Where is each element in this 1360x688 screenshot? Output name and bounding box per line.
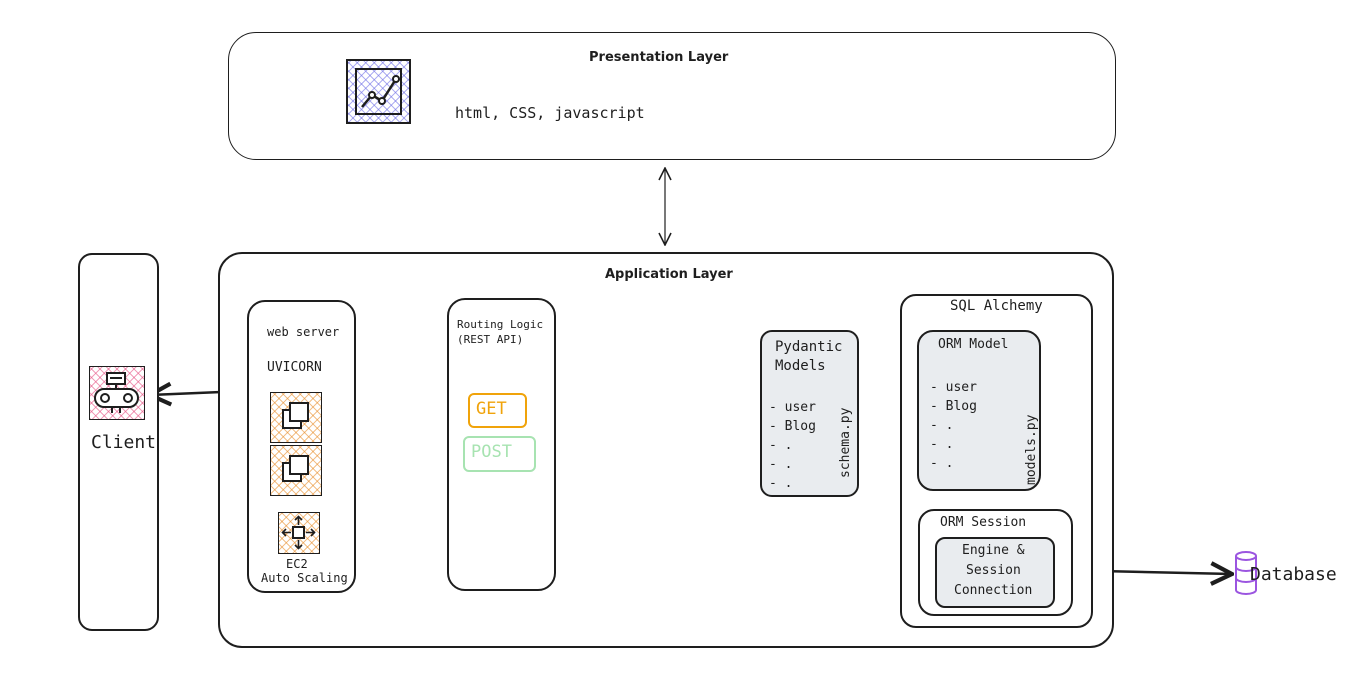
client-label: Client: [91, 432, 157, 453]
instance-icon-1: [270, 392, 322, 443]
application-layer-title: Application Layer: [605, 267, 733, 282]
models-file-label: models.py: [1024, 414, 1039, 485]
routing-title: Routing Logic: [457, 318, 544, 331]
ec2-label: EC2: [286, 557, 308, 571]
list-item: - .: [930, 418, 954, 433]
engine-label-line3: Connection: [954, 583, 1033, 598]
list-item: - .: [769, 476, 793, 491]
list-item: - .: [769, 438, 793, 453]
robot-icon: [89, 366, 145, 420]
pydantic-item-list: - user - Blog - . - . - .: [769, 398, 839, 493]
orm-model-title: ORM Model: [938, 337, 1009, 352]
webserver-title: web server: [267, 325, 340, 339]
pydantic-models-box: [760, 330, 859, 497]
engine-label-line2: Session: [966, 563, 1021, 578]
list-item: - .: [930, 456, 954, 471]
pydantic-subtitle: Models: [775, 358, 826, 374]
sqlalchemy-title: SQL Alchemy: [950, 298, 1043, 314]
auto-scaling-icon: [278, 512, 320, 554]
post-label: POST: [471, 442, 512, 462]
list-item: - user: [930, 380, 977, 395]
presentation-layer-title: Presentation Layer: [589, 50, 729, 65]
schema-file-label: schema.py: [838, 407, 853, 478]
list-item: - .: [769, 457, 793, 472]
list-item: - .: [930, 437, 954, 452]
chart-icon: [346, 59, 411, 124]
webserver-name: UVICORN: [267, 360, 322, 375]
client-box: [78, 253, 159, 631]
orm-session-title: ORM Session: [940, 515, 1027, 530]
post-method-badge: [463, 436, 536, 472]
instance-icon-2: [270, 445, 322, 496]
database-label: Database: [1250, 564, 1337, 585]
list-item: - user: [769, 400, 816, 415]
auto-scaling-label: Auto Scaling: [261, 571, 348, 585]
presentation-tech: html, CSS, javascript: [455, 104, 645, 122]
get-label: GET: [476, 399, 507, 419]
engine-label-line1: Engine &: [962, 543, 1025, 558]
pydantic-title: Pydantic: [775, 339, 843, 355]
list-item: - Blog: [930, 399, 977, 414]
database-icon: [1234, 550, 1258, 596]
orm-model-item-list: - user - Blog - . - . - .: [930, 378, 1000, 473]
routing-subtitle: (REST API): [457, 333, 524, 346]
orm-model-box: [917, 330, 1041, 491]
engine-connection-box: [935, 537, 1055, 608]
get-method-badge: [468, 393, 527, 428]
list-item: - Blog: [769, 419, 816, 434]
